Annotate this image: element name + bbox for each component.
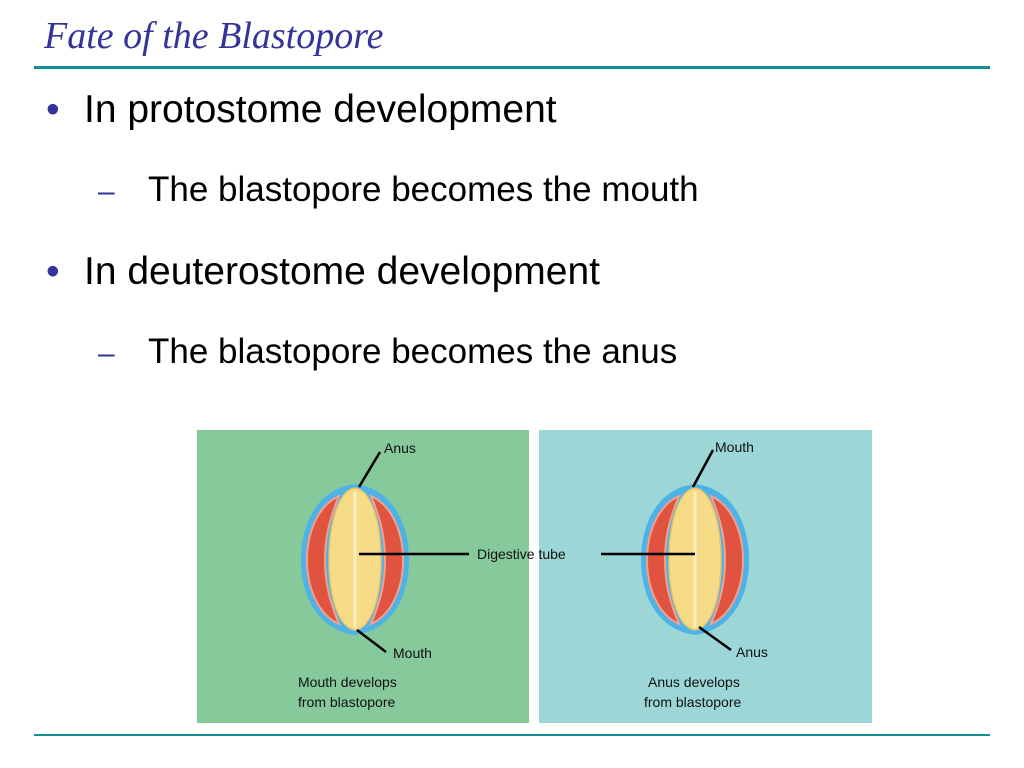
label-right-top: Mouth bbox=[715, 439, 754, 455]
leader-left-top bbox=[357, 451, 382, 488]
label-digestive-tube: Digestive tube bbox=[477, 546, 566, 562]
bullet-protostome: • In protostome development bbox=[46, 88, 557, 132]
caption-right-line2: from blastopore bbox=[644, 694, 742, 710]
sub-bullet-text: The blastopore becomes the anus bbox=[148, 332, 678, 371]
bullet-text: In deuterostome development bbox=[84, 250, 600, 293]
label-left-bottom: Mouth bbox=[393, 645, 432, 661]
label-left-top: Anus bbox=[384, 440, 416, 456]
title-divider bbox=[34, 66, 990, 69]
sub-bullet-glyph: – bbox=[98, 175, 115, 208]
bullet-deuterostome: • In deuterostome development bbox=[46, 250, 600, 294]
blastopore-diagram bbox=[197, 430, 872, 723]
label-right-bottom: Anus bbox=[736, 644, 768, 660]
sub-bullet-deuterostome: –The blastopore becomes the anus bbox=[98, 332, 677, 372]
slide-title: Fate of the Blastopore bbox=[44, 15, 384, 57]
sub-bullet-glyph: – bbox=[98, 337, 115, 370]
caption-left-line1: Mouth develops bbox=[298, 674, 397, 690]
protostome-embryo bbox=[301, 484, 409, 635]
bullet-text: In protostome development bbox=[84, 88, 557, 131]
sub-bullet-text: The blastopore becomes the mouth bbox=[148, 170, 699, 209]
bullet-glyph: • bbox=[46, 250, 60, 293]
blastopore-figure: Anus Mouth Mouth develops from blastopor… bbox=[197, 430, 872, 723]
footer-divider bbox=[34, 734, 990, 736]
leader-left-bottom bbox=[356, 629, 387, 653]
leader-right-top bbox=[691, 449, 715, 488]
deuterostome-embryo bbox=[641, 484, 749, 635]
sub-bullet-protostome: –The blastopore becomes the mouth bbox=[98, 170, 699, 210]
bullet-glyph: • bbox=[46, 88, 60, 131]
caption-right-line1: Anus develops bbox=[648, 674, 740, 690]
leader-right-bottom bbox=[698, 625, 732, 652]
caption-left-line2: from blastopore bbox=[298, 694, 396, 710]
